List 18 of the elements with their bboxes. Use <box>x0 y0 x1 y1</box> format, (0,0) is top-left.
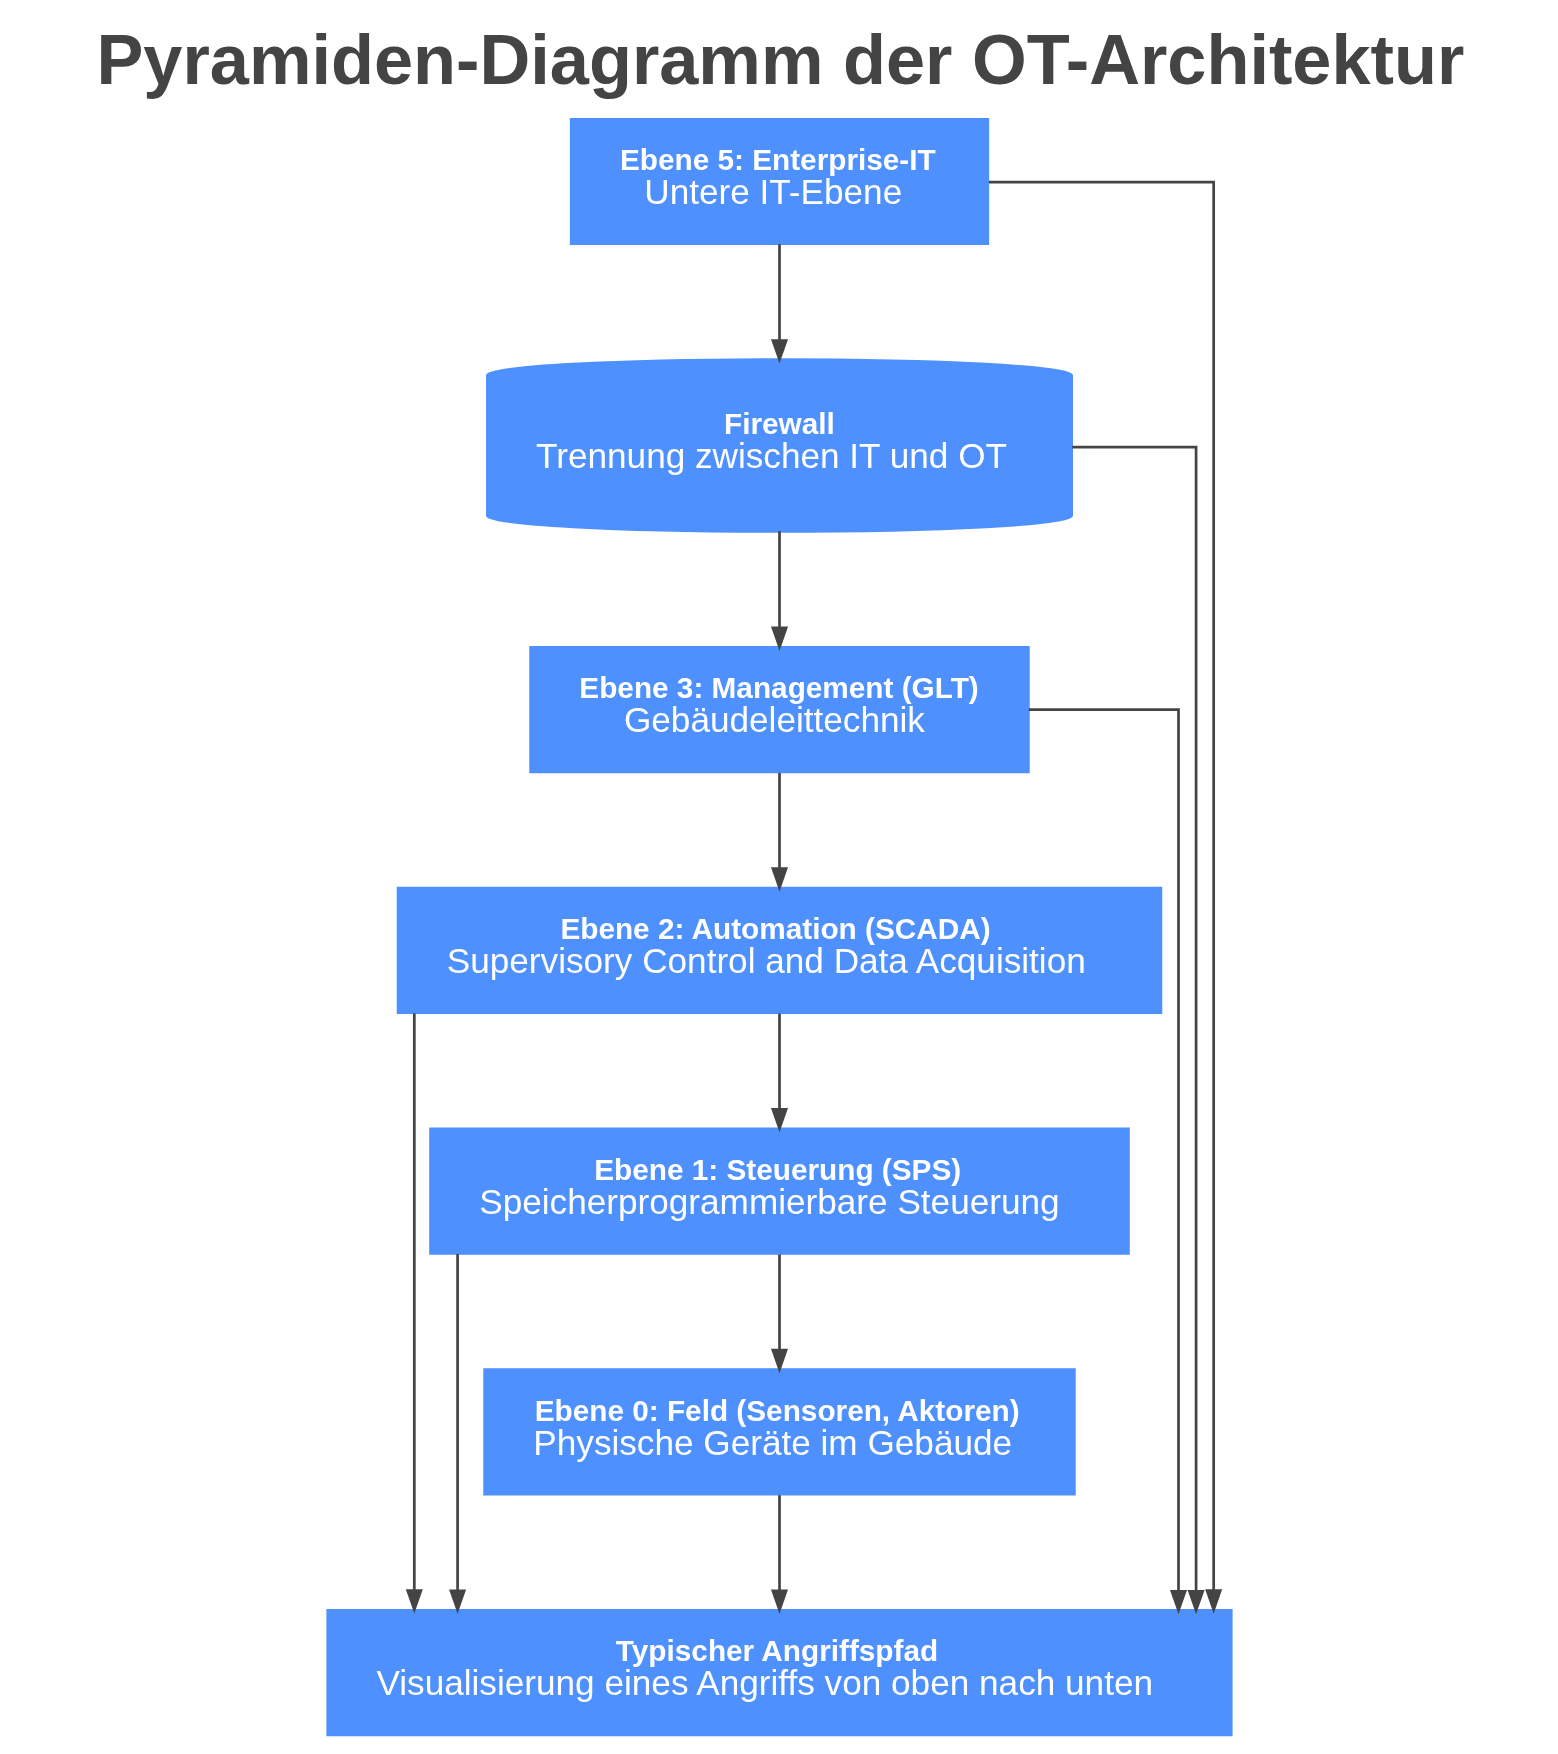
arrow <box>770 244 788 364</box>
node-box: Ebene 3: Management (GLT) Gebäudeleittechnik <box>528 646 1030 774</box>
arrow <box>770 1254 788 1374</box>
node-box: Ebene 2: Automation (SCADA) Supervisory Control and Data Acquisition <box>396 886 1162 1014</box>
arrow <box>770 772 788 892</box>
arrow <box>1028 708 1187 1615</box>
node-box: Ebene 1: Steuerung (SPS) Speicherprogrammierbare Steuerung <box>428 1127 1130 1255</box>
node-box: Ebene 0: Feld (Sensoren, Aktoren) Physische Geräte im Gebäude <box>482 1368 1076 1496</box>
node-box: Typischer Angriffspfad Visualisierung eines Angriffs von oben nach unten <box>325 1609 1233 1737</box>
arrow <box>448 1254 466 1614</box>
arrow <box>988 180 1222 1614</box>
arrow <box>770 1013 788 1133</box>
arrow <box>1071 445 1205 1615</box>
arrow <box>770 1495 788 1614</box>
arrow <box>405 1013 423 1614</box>
node-box: Ebene 5: Enterprise-IT Untere IT-Ebene <box>569 117 989 246</box>
diagram-title: Pyramiden-Diagramm der OT-Architektur <box>95 19 1464 99</box>
arrow <box>770 531 788 651</box>
